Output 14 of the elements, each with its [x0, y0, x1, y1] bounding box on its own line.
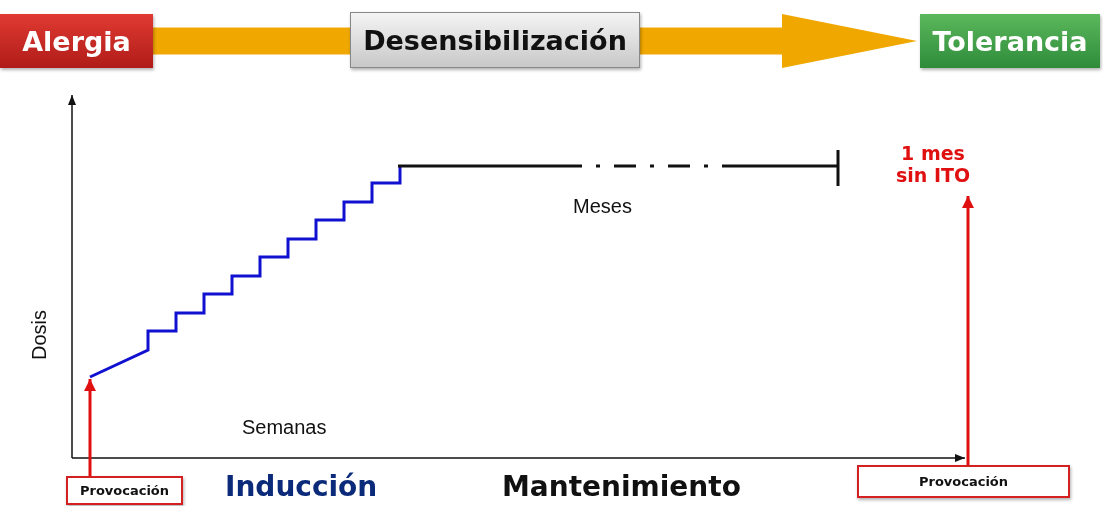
axis-label: Meses	[573, 195, 632, 218]
axis-label: Dosis	[28, 310, 51, 360]
phase-label: Inducción	[225, 470, 378, 503]
arrow	[962, 196, 974, 465]
arrow	[84, 379, 96, 476]
test-box: Provocación	[857, 465, 1070, 498]
test-box: Provocación	[66, 476, 183, 505]
axis-label: Semanas	[242, 416, 327, 439]
phase-label: Mantenimiento	[502, 470, 741, 503]
note-text: 1 mes sin ITO	[886, 132, 980, 196]
stage-box: Tolerancia	[920, 14, 1100, 68]
stage-box: Desensibilización	[350, 12, 640, 68]
stage-box: Alergia	[0, 14, 153, 68]
process-arrow	[640, 14, 917, 68]
